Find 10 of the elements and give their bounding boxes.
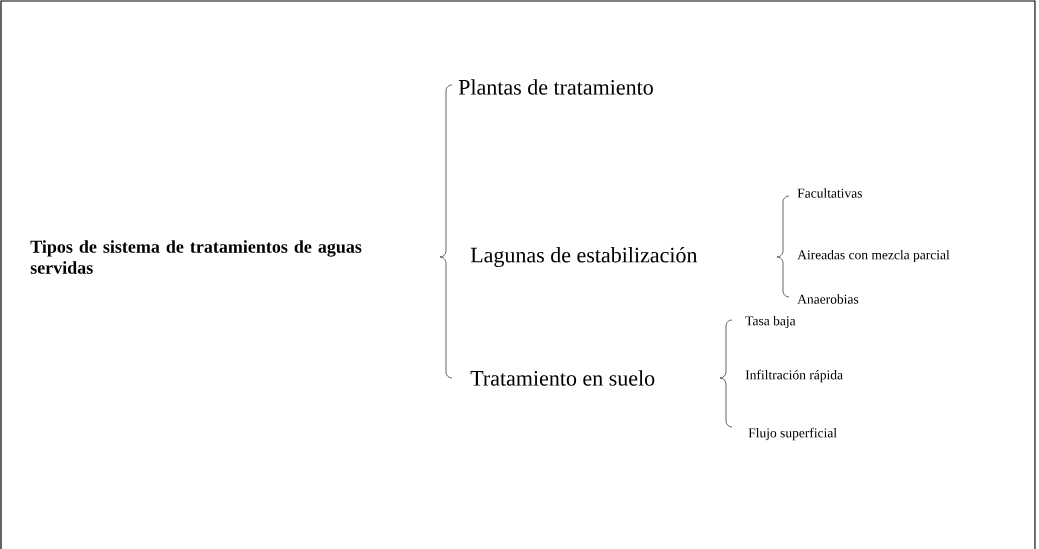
subcategory-label: Anaerobias <box>797 294 859 304</box>
subcategory-label: Infiltración rápida <box>745 369 843 383</box>
heading: Tipos de sistema de tratamientos de aguas servidas <box>30 240 362 274</box>
subcategory-label: Facultativas <box>797 188 862 198</box>
category-label: Lagunas de estabilización <box>470 246 698 268</box>
subcategory-label: Tasa baja <box>745 315 796 329</box>
subcategory-label: Aireadas con mezcla parcial <box>797 249 950 263</box>
category-label: Plantas de tratamiento <box>458 79 653 95</box>
subcategory-label: Flujo superficial <box>748 427 837 441</box>
category-label: Tratamiento en suelo <box>470 370 655 386</box>
